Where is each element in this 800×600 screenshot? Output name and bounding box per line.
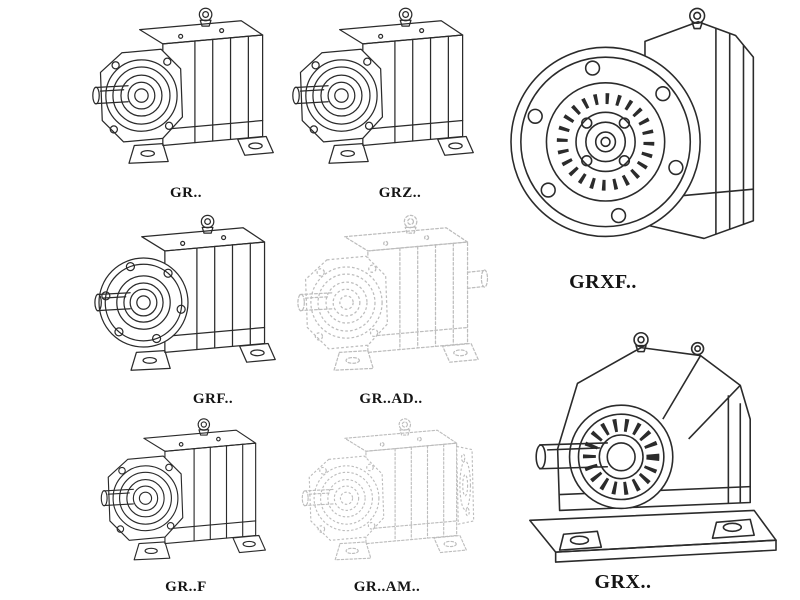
gr-f-reducer-drawing bbox=[88, 414, 284, 576]
grx-large-reducer-drawing bbox=[493, 300, 793, 568]
figure-gr: GR.. bbox=[88, 2, 284, 204]
gr-reducer-drawing bbox=[88, 2, 284, 182]
figure-label-grf: GRF.. bbox=[192, 391, 234, 407]
figure-label-gr: GR.. bbox=[170, 185, 202, 201]
figure-label-grz: GRZ.. bbox=[378, 185, 422, 201]
figure-grxf: GRXF.. bbox=[493, 2, 793, 296]
grxf-flange-reducer-drawing bbox=[493, 2, 793, 268]
figure-gr-f: GR..F bbox=[88, 414, 284, 598]
figure-gr-am: GR..AM.. bbox=[292, 414, 482, 598]
figure-grf: GRF.. bbox=[88, 210, 288, 410]
gr-am-motor-flange-reducer-drawing bbox=[292, 414, 482, 576]
grf-flange-reducer-drawing bbox=[88, 210, 288, 388]
grz-reducer-drawing bbox=[288, 2, 484, 182]
figure-gr-ad: GR..AD.. bbox=[292, 210, 490, 410]
figure-label-grxf: GRXF.. bbox=[569, 271, 637, 293]
figure-label-gr-f: GR..F bbox=[165, 579, 207, 595]
figure-label-grx: GRX.. bbox=[594, 571, 652, 593]
gr-ad-adapter-reducer-drawing bbox=[292, 210, 490, 388]
figure-label-gr-am: GR..AM.. bbox=[353, 579, 421, 595]
figure-grx: GRX.. bbox=[493, 300, 793, 596]
figure-grz: GRZ.. bbox=[288, 2, 484, 204]
figure-label-gr-ad: GR..AD.. bbox=[359, 391, 423, 407]
